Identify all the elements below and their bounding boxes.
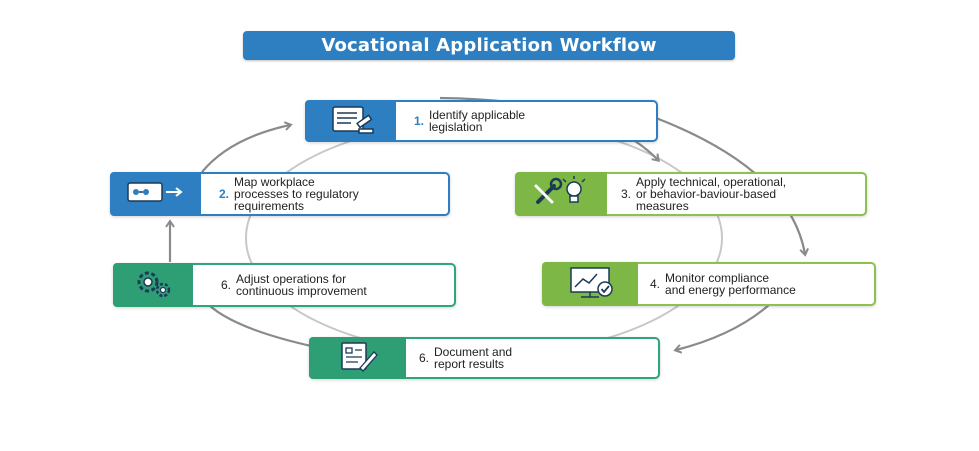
step-6-label: Adjust operations for continuous improve… (236, 272, 367, 298)
step-6-number: 6. (221, 278, 232, 292)
step-3-number: 3. (621, 187, 632, 201)
scroll-gavel-icon (323, 103, 379, 140)
wrench-lightbulb-icon (530, 175, 592, 213)
step-5-card: 6. Document and report results (309, 337, 660, 379)
step-1-number: 1. (414, 114, 425, 128)
step-3-label: Apply technical, operational, or behavio… (636, 175, 787, 213)
step-5-icon-box (309, 337, 406, 379)
diagram-title: Vocational Application Workflow (243, 31, 735, 60)
step-3-card: 3. Apply technical, operational, or beha… (515, 172, 867, 216)
inner-ring (245, 120, 723, 356)
step-2-icon-box (110, 172, 201, 216)
step-5-label: Document and report results (434, 345, 513, 371)
step-4-number: 4. (650, 277, 661, 291)
step-5-number: 6. (419, 351, 430, 365)
arrow-2-to-1 (201, 121, 293, 173)
gears-icon (126, 266, 180, 305)
step-4-card: 4. Monitor compliance and energy perform… (542, 262, 876, 306)
document-pen-icon (334, 340, 382, 377)
arrow-4-to-5 (673, 303, 771, 354)
step-4-icon-box (542, 262, 638, 306)
step-3-icon-box (515, 172, 607, 216)
step-1-label: Identify applicable legislation (429, 108, 526, 134)
step-2-card: 2. Map workplace processes to regulatory… (110, 172, 450, 216)
step-1-card: 1. Identify applicable legislation (305, 100, 658, 142)
process-map-icon (124, 177, 188, 212)
step-4-label: Monitor compliance and energy performanc… (665, 271, 796, 297)
step-2-label: Map workplace processes to regulatory re… (234, 175, 359, 213)
step-6-card: 6. Adjust operations for continuous impr… (113, 263, 456, 307)
step-1-icon-box (305, 100, 396, 142)
step-2-number: 2. (219, 187, 230, 201)
chart-check-icon (559, 265, 621, 304)
step-6-icon-box (113, 263, 193, 307)
